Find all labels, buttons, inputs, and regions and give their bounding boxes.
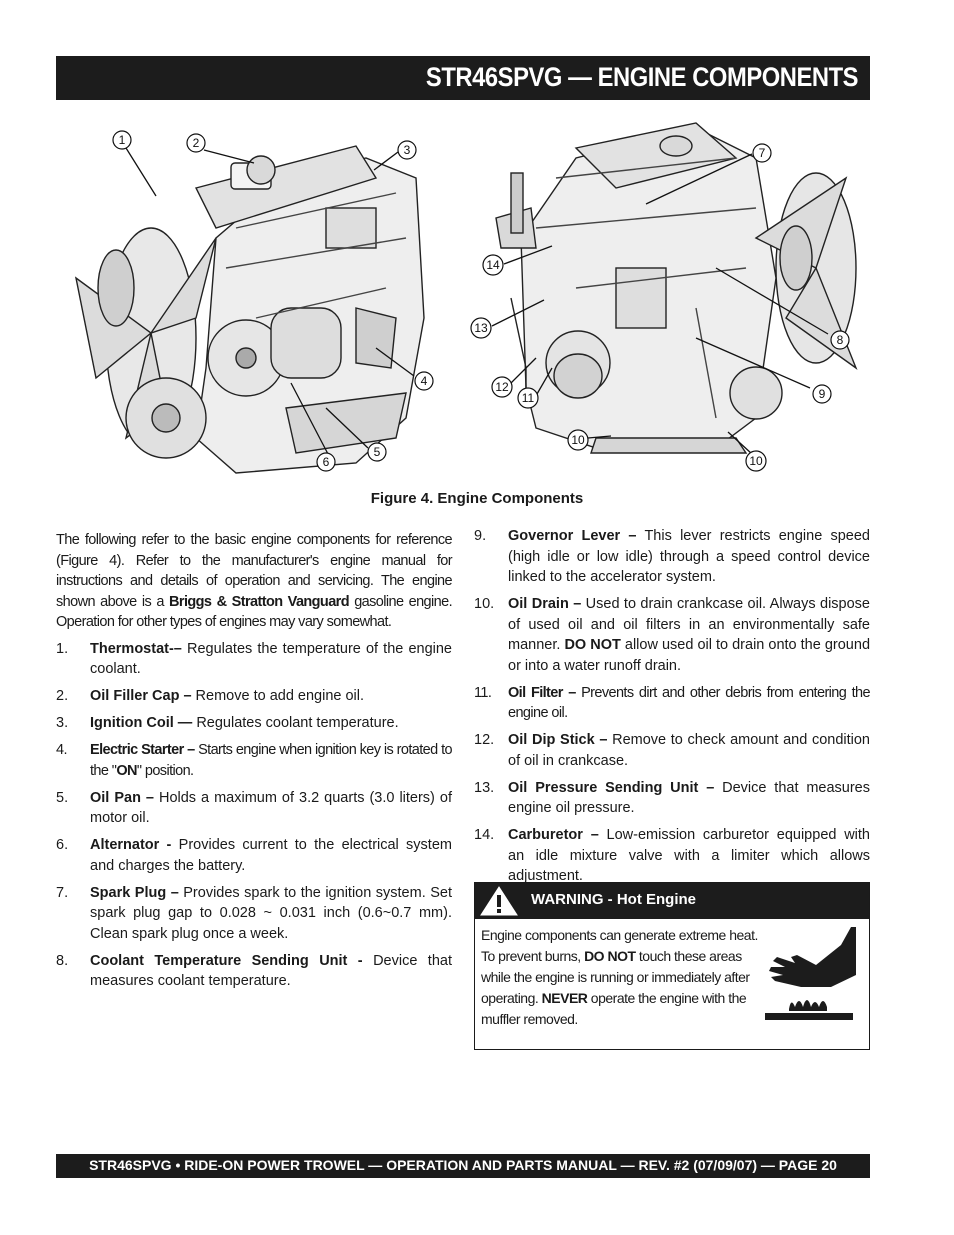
warning-text: Engine components can generate extreme h… <box>481 927 758 1027</box>
svg-text:6: 6 <box>323 455 330 469</box>
callout-7: 7 <box>752 143 772 163</box>
intro-paragraph: The following refer to the basic engine … <box>56 532 453 630</box>
svg-text:9: 9 <box>819 387 826 401</box>
svg-text:5: 5 <box>374 445 381 459</box>
callout-1: 1 <box>112 130 132 150</box>
right-engine-drawing <box>495 122 858 454</box>
callout-13: 13 <box>470 317 492 339</box>
list-item-10: 10.Oil Drain – Used to drain crankcase o… <box>474 596 871 674</box>
list-item-7: 7.Spark Plug – Provides spark to the ign… <box>56 884 452 942</box>
list-item-1: 1.Thermostat-– Regulates the temperature… <box>56 640 452 678</box>
svg-text:14: 14 <box>486 258 500 272</box>
engine-illustration: 1 2 3 4 5 6 7 14 13 12 11 10 10 8 9 <box>74 122 858 474</box>
list-item-6: 6.Alternator - Provides current to the e… <box>56 837 452 874</box>
engine-figure: 1 2 3 4 5 6 7 14 13 12 11 10 10 8 9 <box>56 118 870 480</box>
svg-text:1: 1 <box>119 133 126 147</box>
callout-4: 4 <box>414 371 434 391</box>
svg-text:2: 2 <box>193 136 200 150</box>
footer-bar: STR46SPVG • RIDE-ON POWER TROWEL — OPERA… <box>56 1154 870 1178</box>
right-column: 9.Governor Lever – This lever restricts … <box>474 526 871 893</box>
list-item-8: 8.Coolant Temperature Sending Unit - Dev… <box>56 952 452 990</box>
svg-text:12: 12 <box>495 380 509 394</box>
left-engine-drawing <box>74 145 425 474</box>
callout-10-left: 10 <box>567 429 589 451</box>
svg-text:4: 4 <box>421 374 428 388</box>
list-item-14: 14.Carburetor – Low-emission carburetor … <box>474 827 870 884</box>
callout-6: 6 <box>316 452 336 472</box>
left-column: The following refer to the basic engine … <box>56 530 453 998</box>
svg-text:10: 10 <box>749 454 763 468</box>
callout-12: 12 <box>491 376 513 398</box>
svg-text:11: 11 <box>522 391 535 405</box>
hot-surface-hand-icon <box>765 927 856 1020</box>
page-title: STR46SPVG — ENGINE COMPONENTS <box>425 62 859 92</box>
callout-5: 5 <box>367 442 387 462</box>
svg-text:7: 7 <box>759 146 766 160</box>
leader-lines <box>125 147 829 455</box>
callout-3: 3 <box>397 140 417 160</box>
callout-10-right: 10 <box>745 450 767 472</box>
list-item-3: 3.Ignition Coil — Regulates coolant temp… <box>56 715 399 731</box>
figure-caption: Figure 4. Engine Components <box>370 490 584 507</box>
list-item-12: 12.Oil Dip Stick – Remove to check amoun… <box>474 732 870 769</box>
list-item-4: 4.Electric Starter – Starts engine when … <box>56 742 453 779</box>
callout-14: 14 <box>482 254 504 276</box>
svg-text:8: 8 <box>837 333 844 347</box>
svg-text:13: 13 <box>474 321 488 335</box>
callout-2: 2 <box>186 133 206 153</box>
list-item-13: 13.Oil Pressure Sending Unit – Device th… <box>474 779 870 817</box>
svg-text:10: 10 <box>571 433 585 447</box>
list-item-11: 11.Oil Filter – Prevents dirt and other … <box>474 684 871 722</box>
warning-box: WARNING - Hot Engine Engine components c… <box>474 882 870 1050</box>
callout-11: 11 <box>517 387 539 409</box>
header-bar: STR46SPVG — ENGINE COMPONENTS <box>56 56 870 100</box>
list-item-5: 5.Oil Pan – Holds a maximum of 3.2 quart… <box>56 789 452 827</box>
svg-text:3: 3 <box>404 143 411 157</box>
callout-8: 8 <box>830 330 850 350</box>
list-item-9: 9.Governor Lever – This lever restricts … <box>474 528 870 585</box>
warning-triangle-icon <box>480 886 518 916</box>
warning-title: WARNING - Hot Engine <box>531 891 696 908</box>
warning-header: WARNING - Hot Engine <box>475 883 869 919</box>
callout-9: 9 <box>812 384 832 404</box>
footer-text: STR46SPVG • RIDE-ON POWER TROWEL — OPERA… <box>89 1157 837 1173</box>
list-item-2: 2.Oil Filler Cap – Remove to add engine … <box>56 688 365 704</box>
